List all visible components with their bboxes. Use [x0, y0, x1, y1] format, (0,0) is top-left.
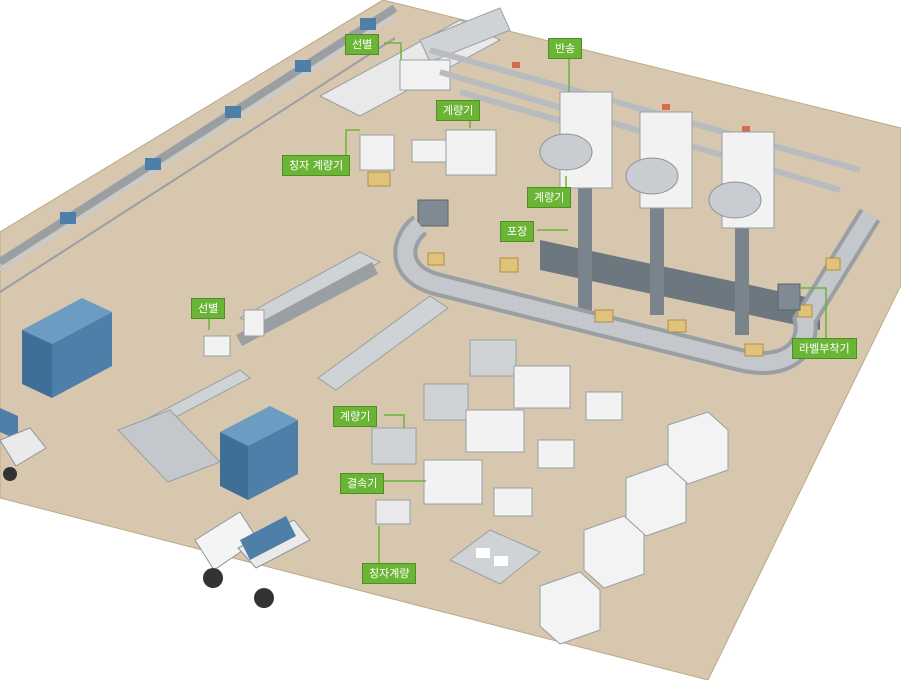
- finished-goods-pallets: [539, 411, 729, 645]
- label-sorting-left: 선별: [191, 298, 226, 319]
- label-weigher-top: 계량기: [436, 100, 481, 121]
- top-weigher: [445, 129, 497, 176]
- label-packing: 포장: [500, 221, 535, 242]
- packing-conveyor-loop: [393, 208, 881, 375]
- truck-bottom: [194, 511, 311, 608]
- label-weigh-scale-top: 칭자 계량기: [282, 155, 351, 176]
- label-binding: 결속기: [340, 473, 385, 494]
- crate-stack-left: [22, 298, 112, 398]
- top-sorting-line: [318, 7, 511, 117]
- multihead-weighers: [539, 91, 820, 335]
- crate-stack-partial: [0, 408, 18, 440]
- label-weigher-bottom: 계량기: [333, 406, 378, 427]
- middle-sorting-bench: [317, 295, 449, 391]
- label-weigh-scale-bottom: 칭자계량: [362, 563, 417, 584]
- weigher-binder-stations: [371, 339, 623, 585]
- label-labeler: 라벨부착기: [792, 338, 857, 359]
- label-sorting-top: 선별: [345, 34, 380, 55]
- labeler-unit: [777, 283, 801, 311]
- truck-left: [0, 427, 47, 481]
- perimeter-conveyor: [0, 4, 398, 293]
- top-weigh-scale: [359, 134, 395, 171]
- label-weigher-mid: 계량기: [527, 187, 572, 208]
- crate-stack-center: [220, 406, 298, 500]
- label-transport: 반송: [548, 38, 583, 59]
